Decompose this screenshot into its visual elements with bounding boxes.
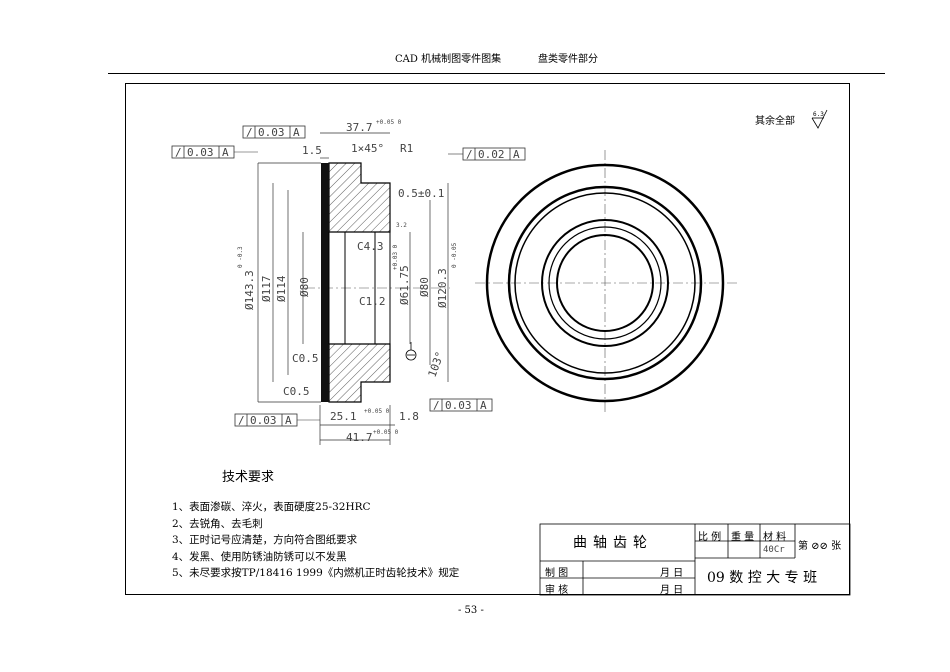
svg-text:/: / <box>433 399 440 412</box>
month-day-1: 月 日 <box>660 568 684 579</box>
dim-c0-5-a: C0.5 <box>292 352 319 365</box>
svg-text:A: A <box>222 146 229 159</box>
tech-req-item-5: 5、未尽要求按TP/18416 1999《内燃机正时齿轮技术》规定 <box>172 567 460 579</box>
dim-phi-143-3-tol: 0 -0.3 <box>237 246 244 268</box>
outer-circle <box>485 163 725 403</box>
hatched-section-upper <box>328 162 391 233</box>
dim-phi-61-75-tol: +0.03 0 <box>392 244 399 270</box>
tolerance-frame-5: / 0.03 A <box>234 413 320 427</box>
drawn-label: 制 图 <box>545 568 569 579</box>
dim-phi-114: Ø114 <box>275 275 288 302</box>
svg-text:/: / <box>246 126 253 139</box>
dim-phi-61-75: Ø61.75 <box>398 265 411 305</box>
page-header: CAD 机械制图零件图集 盘类零件部分 <box>0 50 950 66</box>
inner-flange-circle <box>514 192 696 374</box>
svg-text:0.03: 0.03 <box>187 146 214 159</box>
tech-req-item-1: 1、表面渗碳、淬火，表面硬度25-32HRC <box>172 501 371 513</box>
checked-label: 审 核 <box>545 585 569 596</box>
dim-41-7-tol: +0.05 0 <box>373 429 399 436</box>
hatched-section-lower <box>328 343 391 403</box>
header-rule <box>108 73 885 74</box>
svg-text:0.03: 0.03 <box>445 399 472 412</box>
svg-text:0.03: 0.03 <box>258 126 285 139</box>
dim-25-1: 25.1 <box>330 410 357 423</box>
surface-note: 其余全部 <box>755 116 795 127</box>
material-label: 材 料 <box>763 532 787 543</box>
scale-label: 比 例 <box>698 532 722 543</box>
dim-phi-120-3: Ø120.3 <box>436 268 449 308</box>
part-name: 曲轴齿轮 <box>573 535 653 551</box>
dim-0-5: 0.5±0.1 <box>398 187 444 200</box>
dim-phi-80-right: Ø80 <box>418 277 431 297</box>
dim-c0-5-b: C0.5 <box>283 385 310 398</box>
svg-text:0.03: 0.03 <box>250 414 277 427</box>
book-title: CAD 机械制图零件图集 <box>395 54 502 65</box>
dim-phi-117: Ø117 <box>260 276 273 303</box>
month-day-2: 月 日 <box>660 585 684 596</box>
bore-circle <box>556 234 654 332</box>
dim-r1: R1 <box>400 142 413 155</box>
sheet-label: 第 ⊘⊘ 张 <box>798 541 842 552</box>
dim-37-7: 37.7 <box>346 121 373 134</box>
datum-symbol <box>405 342 417 361</box>
dim-c1-2: C1.2 <box>359 295 386 308</box>
bore-outlines <box>328 231 391 345</box>
dim-phi-143-3: Ø143.3 <box>243 270 256 310</box>
hub-inner-circle <box>548 226 662 340</box>
dim-phi-120-3-tol: 0 -0.05 <box>451 242 458 268</box>
tolerance-frame-3: / 0.02 A <box>448 147 526 161</box>
section-title: 盘类零件部分 <box>538 54 598 65</box>
section-view: 37.7 +0.05 0 1.5 1×45° R1 0.5±0.1 C4.3 C… <box>171 119 526 445</box>
dim-25-1-tol: +0.05 0 <box>364 408 390 415</box>
dim-1-5: 1.5 <box>302 144 322 157</box>
dim-chamfer: 1×45° <box>351 142 384 155</box>
svg-text:A: A <box>513 148 520 161</box>
small-roughness-value: 3.2 <box>396 222 407 229</box>
tolerance-frame-2: / 0.03 A <box>171 145 258 159</box>
dimension-lines <box>257 132 449 445</box>
tooth-root-circle <box>507 185 703 381</box>
tech-req-item-3: 3、正时记号应清楚，方向符合图纸要求 <box>172 534 358 546</box>
svg-text:/: / <box>238 414 245 427</box>
tolerance-frame-1: / 0.03 A <box>242 125 306 139</box>
weight-label: 重 量 <box>731 532 755 543</box>
page-number: - 53 - <box>458 605 484 616</box>
svg-text:A: A <box>293 126 300 139</box>
tolerance-frame-4: / 0.03 A <box>429 398 493 412</box>
dim-37-7-tol: +0.05 0 <box>376 119 402 126</box>
svg-text:/: / <box>175 146 182 159</box>
svg-text:A: A <box>480 399 487 412</box>
hub-circle <box>541 219 669 347</box>
material-value: 40Cr <box>763 545 785 555</box>
svg-text:0.02: 0.02 <box>478 148 505 161</box>
svg-text:A: A <box>285 414 292 427</box>
title-block <box>539 523 851 596</box>
roughness-symbol: 6.3 <box>811 109 828 129</box>
roughness-value: 6.3 <box>813 111 824 118</box>
tech-req-item-2: 2、去锐角、去毛刺 <box>172 518 263 530</box>
flange-rim <box>321 163 329 402</box>
front-view <box>475 150 740 415</box>
dim-1-8: 1.8 <box>399 410 419 423</box>
dim-c4-3: C4.3 <box>357 240 384 253</box>
drawing-frame <box>125 83 850 595</box>
dim-phi-80-left: Ø80 <box>298 277 311 297</box>
tech-req-item-4: 4、发黑、使用防锈油防锈可以不发黑 <box>172 551 347 563</box>
svg-text:/: / <box>466 148 473 161</box>
dim-angle-103: 103° <box>426 350 447 379</box>
tech-req-title: 技术要求 <box>222 470 275 485</box>
dim-41-7: 41.7 <box>346 431 373 444</box>
class-name: 09 数 控 大 专 班 <box>707 570 818 586</box>
